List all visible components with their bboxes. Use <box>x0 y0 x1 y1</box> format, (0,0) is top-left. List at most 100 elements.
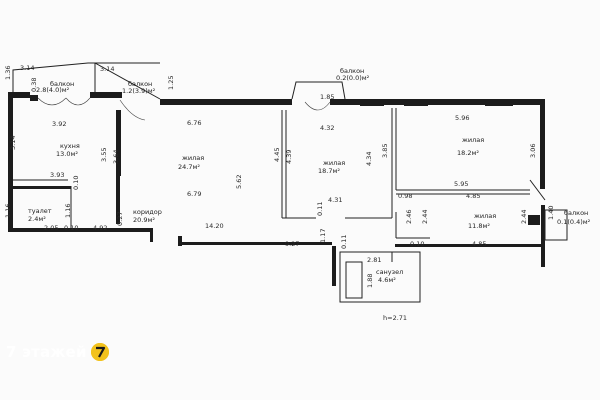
label-living-center-name: жилая <box>323 159 345 167</box>
dim-2-44: 2.44 <box>421 210 429 224</box>
label-balcony-mid-name: балкон <box>128 80 152 88</box>
dim-9-27: 9.27 <box>285 240 299 248</box>
dim-3-14-left: 3.14 <box>9 136 17 150</box>
label-corridor-name: коридор <box>133 208 162 216</box>
label-balcony-top-area: 0.2(0.0)м² <box>336 74 370 82</box>
ceiling-height: h=2.71 <box>383 314 407 322</box>
wall-bottom-left <box>8 228 150 232</box>
label-corridor-area: 20.9м² <box>133 216 155 224</box>
wall-left <box>8 92 13 232</box>
dim-3-64: 3.64 <box>112 150 120 164</box>
label-kitchen-area: 13.0м² <box>56 150 78 158</box>
label-living-right-name: жилая <box>462 136 484 144</box>
dim-3-06: 3.06 <box>529 144 537 158</box>
wall-bottom-right <box>395 244 543 247</box>
dim-2-46: 2.46 <box>405 210 413 224</box>
label-balcony-mid-area: 1.2(3.9)м² <box>122 87 156 95</box>
door-arc-3 <box>119 99 146 121</box>
balcony-right-slant <box>529 179 546 201</box>
wall-bottom-step <box>150 228 153 242</box>
label-wc-name: туалет <box>28 207 52 215</box>
dim-0-11-b: 0.11 <box>340 235 348 249</box>
window-block-5 <box>485 102 513 106</box>
dim-5-62: 5.62 <box>235 175 243 189</box>
dim-14-20: 14.20 <box>205 222 224 230</box>
label-balcony-right-area: 0.1(0.4)м² <box>557 218 591 226</box>
dim-1-17: 1.17 <box>319 229 327 243</box>
label-living-large-name: жилая <box>182 154 204 162</box>
window-arc-1 <box>37 97 67 106</box>
wall-pier-a <box>30 95 38 101</box>
wall-top-right <box>330 99 545 105</box>
dim-0-10: 0.10 <box>72 176 80 190</box>
window-arc-2 <box>65 97 91 106</box>
logo-seven-glyph <box>90 343 109 361</box>
label-living-small-name: жилая <box>474 212 496 220</box>
dim-0-38: 0.38 <box>30 78 38 92</box>
bathroom-outline <box>339 251 421 303</box>
dim-4-45: 4.45 <box>273 148 281 162</box>
label-bathroom-name: санузел <box>376 268 403 276</box>
balcony-right-outline <box>544 209 568 241</box>
dim-6-76: 6.76 <box>187 119 201 127</box>
dim-5-95: 5.95 <box>454 180 468 188</box>
dim-3-93: 3.93 <box>50 171 64 179</box>
dim-1-16-b: 1.16 <box>64 204 72 218</box>
wall-right-pier <box>528 215 540 225</box>
dim-2-05: 2.05 <box>44 224 58 232</box>
label-wc-area: 2.4м² <box>28 215 46 223</box>
dim-2-81: 2.81 <box>367 256 381 264</box>
bath-tub <box>345 261 363 299</box>
dim-1-88: 1.88 <box>366 274 374 288</box>
wall-bottom-step2 <box>178 236 182 246</box>
brand-logo-mark-icon <box>90 343 109 361</box>
dim-3-85: 3.85 <box>381 144 389 158</box>
wall-top-left <box>8 92 30 98</box>
dim-4-32: 4.32 <box>320 124 334 132</box>
wall-top-mid <box>160 99 292 105</box>
dim-6-79: 6.79 <box>187 190 201 198</box>
wall-right-lower <box>541 205 545 267</box>
wall-right-upper <box>540 99 545 189</box>
dim-1-85: 1.85 <box>320 93 334 101</box>
label-living-right-area: 18.2м² <box>457 149 479 157</box>
label-bathroom-area: 4.6м² <box>378 276 396 284</box>
wall-wc-top <box>13 186 71 189</box>
label-living-center-area: 18.7м² <box>318 167 340 175</box>
dim-3-55: 3.55 <box>100 148 108 162</box>
dim-4-85-top: 4.85 <box>466 192 480 200</box>
balcony-left-outline <box>12 62 161 100</box>
dim-3-92: 3.92 <box>52 120 66 128</box>
balcony-top-outline <box>291 81 346 100</box>
dim-3-14-b: 3.14 <box>100 65 114 73</box>
brand-logo: 7 этажей <box>6 337 136 367</box>
dim-0-98: 0.98 <box>398 192 412 200</box>
wall-bottom-mid <box>182 242 332 245</box>
label-balcony-left-name: балкон <box>50 80 74 88</box>
dim-0-11: 0.11 <box>316 202 324 216</box>
dim-1-36: 1.36 <box>4 66 12 80</box>
dim-3-14-a: 3.14 <box>20 64 34 72</box>
label-living-large-area: 24.7м² <box>178 163 200 171</box>
label-balcony-top-name: балкон <box>340 67 364 75</box>
wall-corridor-left <box>116 176 120 224</box>
dim-5-96: 5.96 <box>455 114 469 122</box>
label-living-small-area: 11.8м² <box>468 222 490 230</box>
dim-4-92: 4.92 <box>93 224 107 232</box>
dim-1-40: 1.40 <box>547 206 555 220</box>
label-balcony-right-name: балкон <box>564 209 588 217</box>
dim-4-39: 4.39 <box>285 150 293 164</box>
dim-0-27: 0.27 <box>116 212 124 226</box>
brand-logo-text: 7 этажей <box>6 343 87 361</box>
window-block-2 <box>262 99 288 103</box>
window-block-1 <box>178 99 204 103</box>
window-block-3 <box>360 102 384 106</box>
wall-balcony-pier <box>90 92 122 98</box>
dim-4-31: 4.31 <box>328 196 342 204</box>
dim-2-44-r: 2.44 <box>520 210 528 224</box>
dim-4-85-bot: 4.85 <box>472 240 486 248</box>
dim-1-16-a: 1.16 <box>4 204 12 218</box>
label-kitchen-name: кухня <box>60 142 80 150</box>
dim-0-10-r: 0.10 <box>410 240 424 248</box>
